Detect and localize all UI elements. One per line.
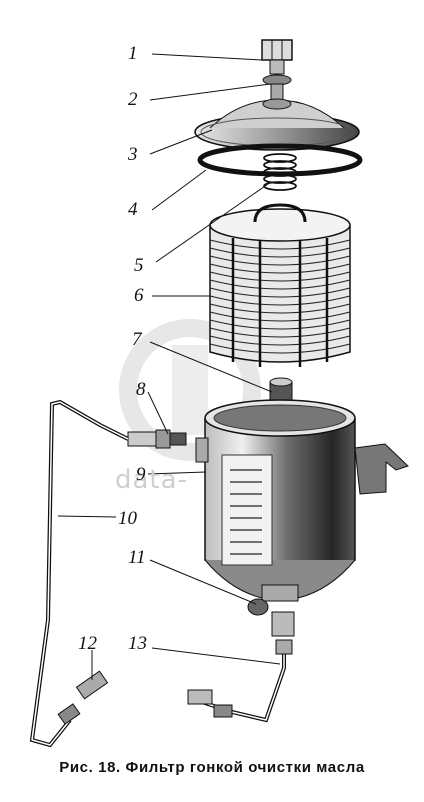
callout-12: 12	[78, 633, 97, 654]
callout-1: 1	[128, 43, 138, 64]
callout-13: 13	[128, 633, 147, 654]
cover	[194, 98, 360, 151]
fitting	[127, 429, 187, 449]
oil-line	[29, 399, 129, 748]
callout-10: 10	[118, 508, 137, 529]
callout-4: 4	[128, 199, 138, 220]
callout-7: 7	[132, 329, 142, 350]
drain-plug	[247, 598, 295, 637]
callout-11: 11	[128, 547, 146, 568]
figure-caption: Рис. 18. Фильтр гонкой очистки масла	[59, 759, 365, 776]
spring	[263, 153, 297, 191]
outlet-fittings	[187, 639, 293, 718]
watermark-text: data-	[115, 465, 188, 495]
bolt	[261, 39, 293, 75]
leader-lines	[57, 53, 281, 680]
callout-8: 8	[136, 379, 146, 400]
connector	[57, 670, 109, 725]
gasket	[197, 143, 363, 177]
washer	[262, 74, 292, 101]
callout-3: 3	[128, 144, 138, 165]
callout-6: 6	[134, 285, 144, 306]
watermark-logo	[119, 319, 261, 461]
callout-2: 2	[128, 89, 138, 110]
housing	[195, 399, 409, 602]
filter-element	[209, 203, 351, 367]
callout-9: 9	[136, 464, 146, 485]
callout-5: 5	[134, 255, 144, 276]
